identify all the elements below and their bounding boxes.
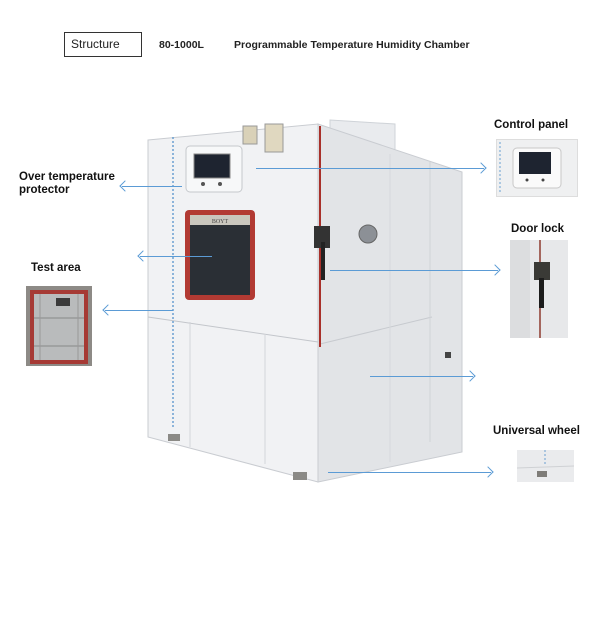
universal-wheel-image bbox=[517, 450, 574, 477]
universal-wheel-thumbnail bbox=[517, 450, 574, 482]
callout-door-lock: Door lock bbox=[511, 223, 565, 235]
test-area-image bbox=[30, 290, 88, 364]
callout-over-temp-line2: protector bbox=[19, 184, 70, 196]
door-lock-thumbnail bbox=[510, 240, 568, 338]
arrow-side-panel bbox=[370, 376, 473, 377]
arrow-control-panel bbox=[256, 168, 484, 169]
structure-label-box: Structure bbox=[64, 32, 142, 57]
chamber-illustration: BOYT bbox=[140, 112, 470, 487]
arrow-door-lock bbox=[330, 270, 498, 271]
callout-control-panel: Control panel bbox=[494, 119, 569, 131]
control-panel-thumbnail bbox=[496, 139, 578, 197]
callout-test-area: Test area bbox=[31, 262, 81, 274]
chamber-image: BOYT bbox=[147, 119, 463, 483]
svg-text:BOYT: BOYT bbox=[212, 219, 229, 225]
model-label: 80-1000L bbox=[159, 39, 204, 51]
callout-over-temperature-protector: Over temperature protector bbox=[19, 171, 115, 197]
product-title: Programmable Temperature Humidity Chambe… bbox=[234, 39, 470, 51]
callout-universal-wheel: Universal wheel bbox=[493, 425, 580, 437]
arrow-universal-wheel bbox=[328, 472, 491, 473]
callout-over-temp-line1: Over temperature bbox=[19, 171, 115, 183]
arrow-over-temp bbox=[122, 186, 182, 187]
control-panel-image bbox=[499, 142, 562, 194]
arrow-test-area bbox=[105, 310, 173, 311]
door-lock-image bbox=[510, 240, 550, 338]
test-area-thumbnail bbox=[26, 286, 92, 366]
arrow-window bbox=[140, 256, 212, 257]
